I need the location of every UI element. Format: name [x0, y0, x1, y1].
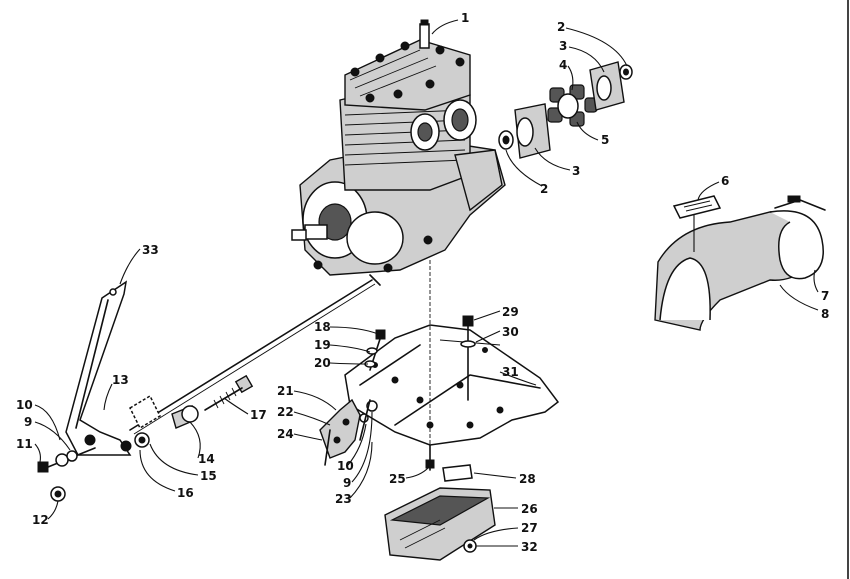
callout-22: 22: [277, 405, 294, 419]
callout-12: 12: [32, 513, 49, 527]
callout-17: 17: [250, 408, 267, 422]
callout-23: 23: [335, 492, 352, 506]
callout-11: 11: [16, 437, 33, 451]
bolt: [460, 315, 476, 401]
callout-8: 8: [821, 307, 829, 321]
shim-plate: [442, 464, 473, 482]
callout-24: 24: [277, 427, 294, 441]
callout-18: 18: [314, 320, 331, 334]
rubber-mount: [384, 487, 496, 561]
callout-26: 26: [521, 502, 538, 516]
torque-arm: [65, 280, 132, 456]
engine-assembly: [291, 19, 506, 286]
bolt-25: [425, 444, 435, 471]
callout-3-lower: 3: [572, 164, 580, 178]
callout-25: 25: [389, 472, 406, 486]
clutch-assembly: [498, 61, 633, 159]
callout-4: 4: [559, 58, 567, 72]
callout-14: 14: [198, 452, 215, 466]
callout-27: 27: [521, 521, 538, 535]
callout-21: 21: [277, 384, 294, 398]
rod-end: [129, 394, 199, 448]
bolt-17: [204, 374, 254, 411]
callout-31: 31: [502, 365, 519, 379]
callout-7: 7: [821, 289, 829, 303]
callout-9-right: 9: [343, 476, 351, 490]
callout-32: 32: [521, 540, 538, 554]
callout-10: 10: [16, 398, 33, 412]
callout-16: 16: [177, 486, 194, 500]
callout-1: 1: [461, 11, 469, 25]
callout-30: 30: [502, 325, 519, 339]
engine-mount-plate: [344, 324, 560, 446]
callout-2: 2: [557, 20, 565, 34]
callout-6: 6: [721, 174, 729, 188]
callout-9: 9: [24, 415, 32, 429]
callout-19: 19: [314, 338, 331, 352]
leader-lines: [34, 19, 819, 547]
air-intake-duct: [654, 195, 826, 331]
callout-15: 15: [200, 469, 217, 483]
callout-20: 20: [314, 356, 331, 370]
callout-labels: 1 2 3 4 5 2 3 6 7 8 33 13 10 9 11 12 14 …: [16, 11, 829, 554]
motor-mount-bracket: [319, 398, 361, 466]
callout-33: 33: [142, 243, 159, 257]
callout-28: 28: [519, 472, 536, 486]
callout-29: 29: [502, 305, 519, 319]
bolt-23: [359, 399, 378, 441]
tie-rod: [129, 279, 373, 431]
callout-10-right: 10: [337, 459, 354, 473]
callout-13: 13: [112, 373, 129, 387]
callout-2-lower: 2: [540, 182, 548, 196]
callout-5: 5: [601, 133, 609, 147]
callout-3: 3: [559, 39, 567, 53]
bolt-11: [37, 447, 96, 473]
